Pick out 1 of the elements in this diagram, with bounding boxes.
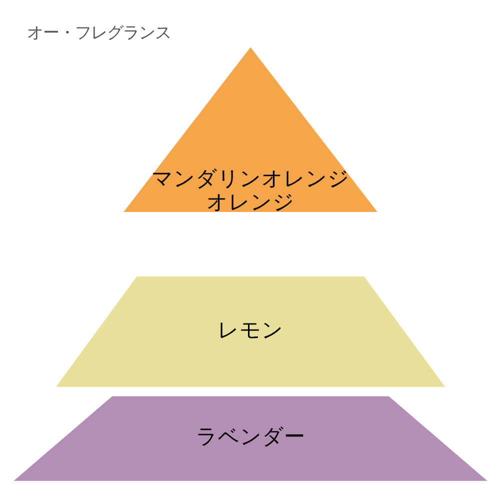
diagram-title: オー・フレグランス bbox=[26, 22, 170, 42]
